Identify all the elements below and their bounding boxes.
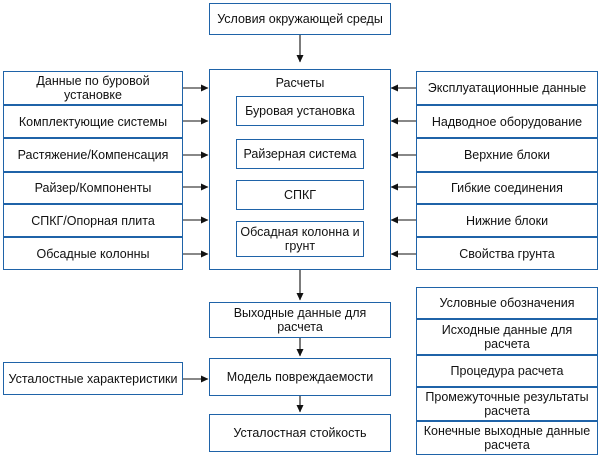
left-input-bop-plate: СПКГ/Опорная плита bbox=[3, 204, 183, 237]
legend-intermediate-results: Промежуточные результаты расчета bbox=[416, 387, 598, 421]
environment-conditions-box: Условия окружающей среды bbox=[209, 3, 391, 35]
left-input-riser-components: Райзер/Компоненты bbox=[3, 172, 183, 204]
right-input-surface-equipment: Надводное оборудование bbox=[416, 105, 598, 138]
legend-procedure: Процедура расчета bbox=[416, 355, 598, 387]
left-input-rig-data: Данные по буровой установке bbox=[3, 71, 183, 105]
right-input-soil-properties: Свойства грунта bbox=[416, 237, 598, 270]
left-input-components: Комплектующие системы bbox=[3, 105, 183, 138]
damage-model-box: Модель повреждаемости bbox=[209, 358, 391, 396]
right-input-lower-blocks: Нижние блоки bbox=[416, 204, 598, 237]
fatigue-life-box: Усталостная стойкость bbox=[209, 414, 391, 452]
calc-item-casing-soil: Обсадная колонна и грунт bbox=[236, 221, 364, 257]
right-input-upper-blocks: Верхние блоки bbox=[416, 138, 598, 172]
legend-input-data: Исходные данные для расчета bbox=[416, 319, 598, 355]
calc-item-rig: Буровая установка bbox=[236, 96, 364, 126]
calc-item-bop: СПКГ bbox=[236, 180, 364, 210]
legend-final-output: Конечные выходные данные расчета bbox=[416, 421, 598, 455]
calc-item-riser-system: Райзерная система bbox=[236, 139, 364, 169]
output-data-box: Выходные данные для расчета bbox=[209, 302, 391, 338]
left-input-casings: Обсадные колонны bbox=[3, 237, 183, 270]
right-input-operational-data: Эксплуатационные данные bbox=[416, 71, 598, 105]
calculations-title: Расчеты bbox=[275, 76, 325, 90]
fatigue-characteristics-box: Усталостные характеристики bbox=[3, 362, 183, 395]
legend-title: Условные обозначения bbox=[416, 287, 598, 319]
left-input-tension: Растяжение/Компенсация bbox=[3, 138, 183, 172]
right-input-flex-joints: Гибкие соединения bbox=[416, 172, 598, 204]
